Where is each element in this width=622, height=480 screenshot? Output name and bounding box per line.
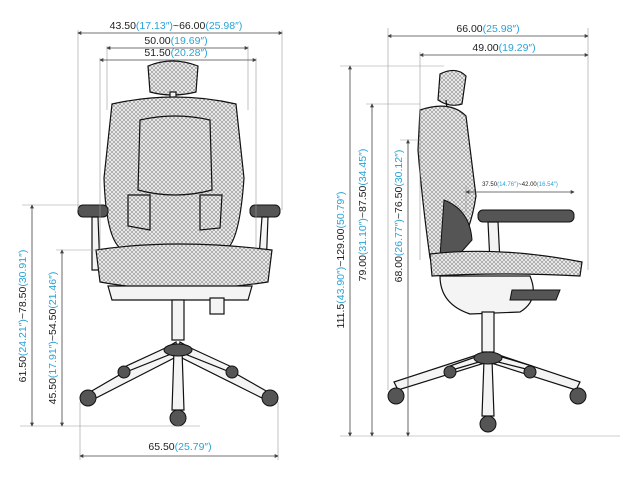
dim-base-width: 65.50(25.79″) [148, 441, 211, 453]
side-seat [429, 250, 583, 277]
gas-lift [171, 299, 185, 341]
right-armrest [249, 204, 281, 218]
headrest [147, 60, 199, 96]
backrest [103, 96, 245, 249]
front-dimension-lines [20, 30, 283, 460]
front-view-chair [77, 60, 281, 427]
side-armrest [477, 209, 575, 223]
left-armrest [77, 204, 109, 218]
dim-total-height: 111.5(43.90″)~129.00(50.79″) [335, 192, 347, 329]
side-caster-wheel [443, 365, 457, 379]
side-caster-wheel [569, 387, 587, 405]
caster-wheel [261, 389, 279, 407]
side-caster-wheel [523, 365, 537, 379]
lumbar-support [137, 115, 213, 196]
dim-seat-height: 45.50(17.91″)~54.50(21.46″) [47, 272, 59, 405]
seat [95, 243, 273, 290]
caster-wheel [117, 365, 131, 379]
dim-inner-width: 51.50(20.28″) [144, 47, 207, 59]
dim-back-width: 50.00(19.69″) [144, 35, 207, 47]
side-view-chair [387, 69, 587, 433]
caster-wheel [79, 389, 97, 407]
dim-armrest-height: 61.50(24.21″)~78.50(30.91″) [17, 250, 29, 383]
side-dimension-lines [340, 28, 620, 437]
side-caster-wheel [387, 387, 405, 405]
caster-wheel [225, 365, 239, 379]
dim-seat-depth: 49.00(19.29″) [472, 42, 535, 54]
dim-overall-depth: 66.00(25.98″) [456, 23, 519, 35]
dim-overall-width: 43.50(17.13″)~66.00(25.98″) [110, 20, 243, 32]
side-caster-wheel [479, 415, 497, 433]
side-gas-lift [481, 311, 495, 353]
dim-arm-depth: 37.50(14.76″)~42.00(16.54″) [482, 182, 558, 188]
dim-backrest-height: 68.00(26.77″)~76.50(30.12″) [393, 150, 405, 283]
dim-back-height: 79.00(31.10″)~87.50(34.45″) [357, 149, 369, 282]
side-headrest [437, 69, 467, 106]
caster-wheel [169, 409, 187, 427]
